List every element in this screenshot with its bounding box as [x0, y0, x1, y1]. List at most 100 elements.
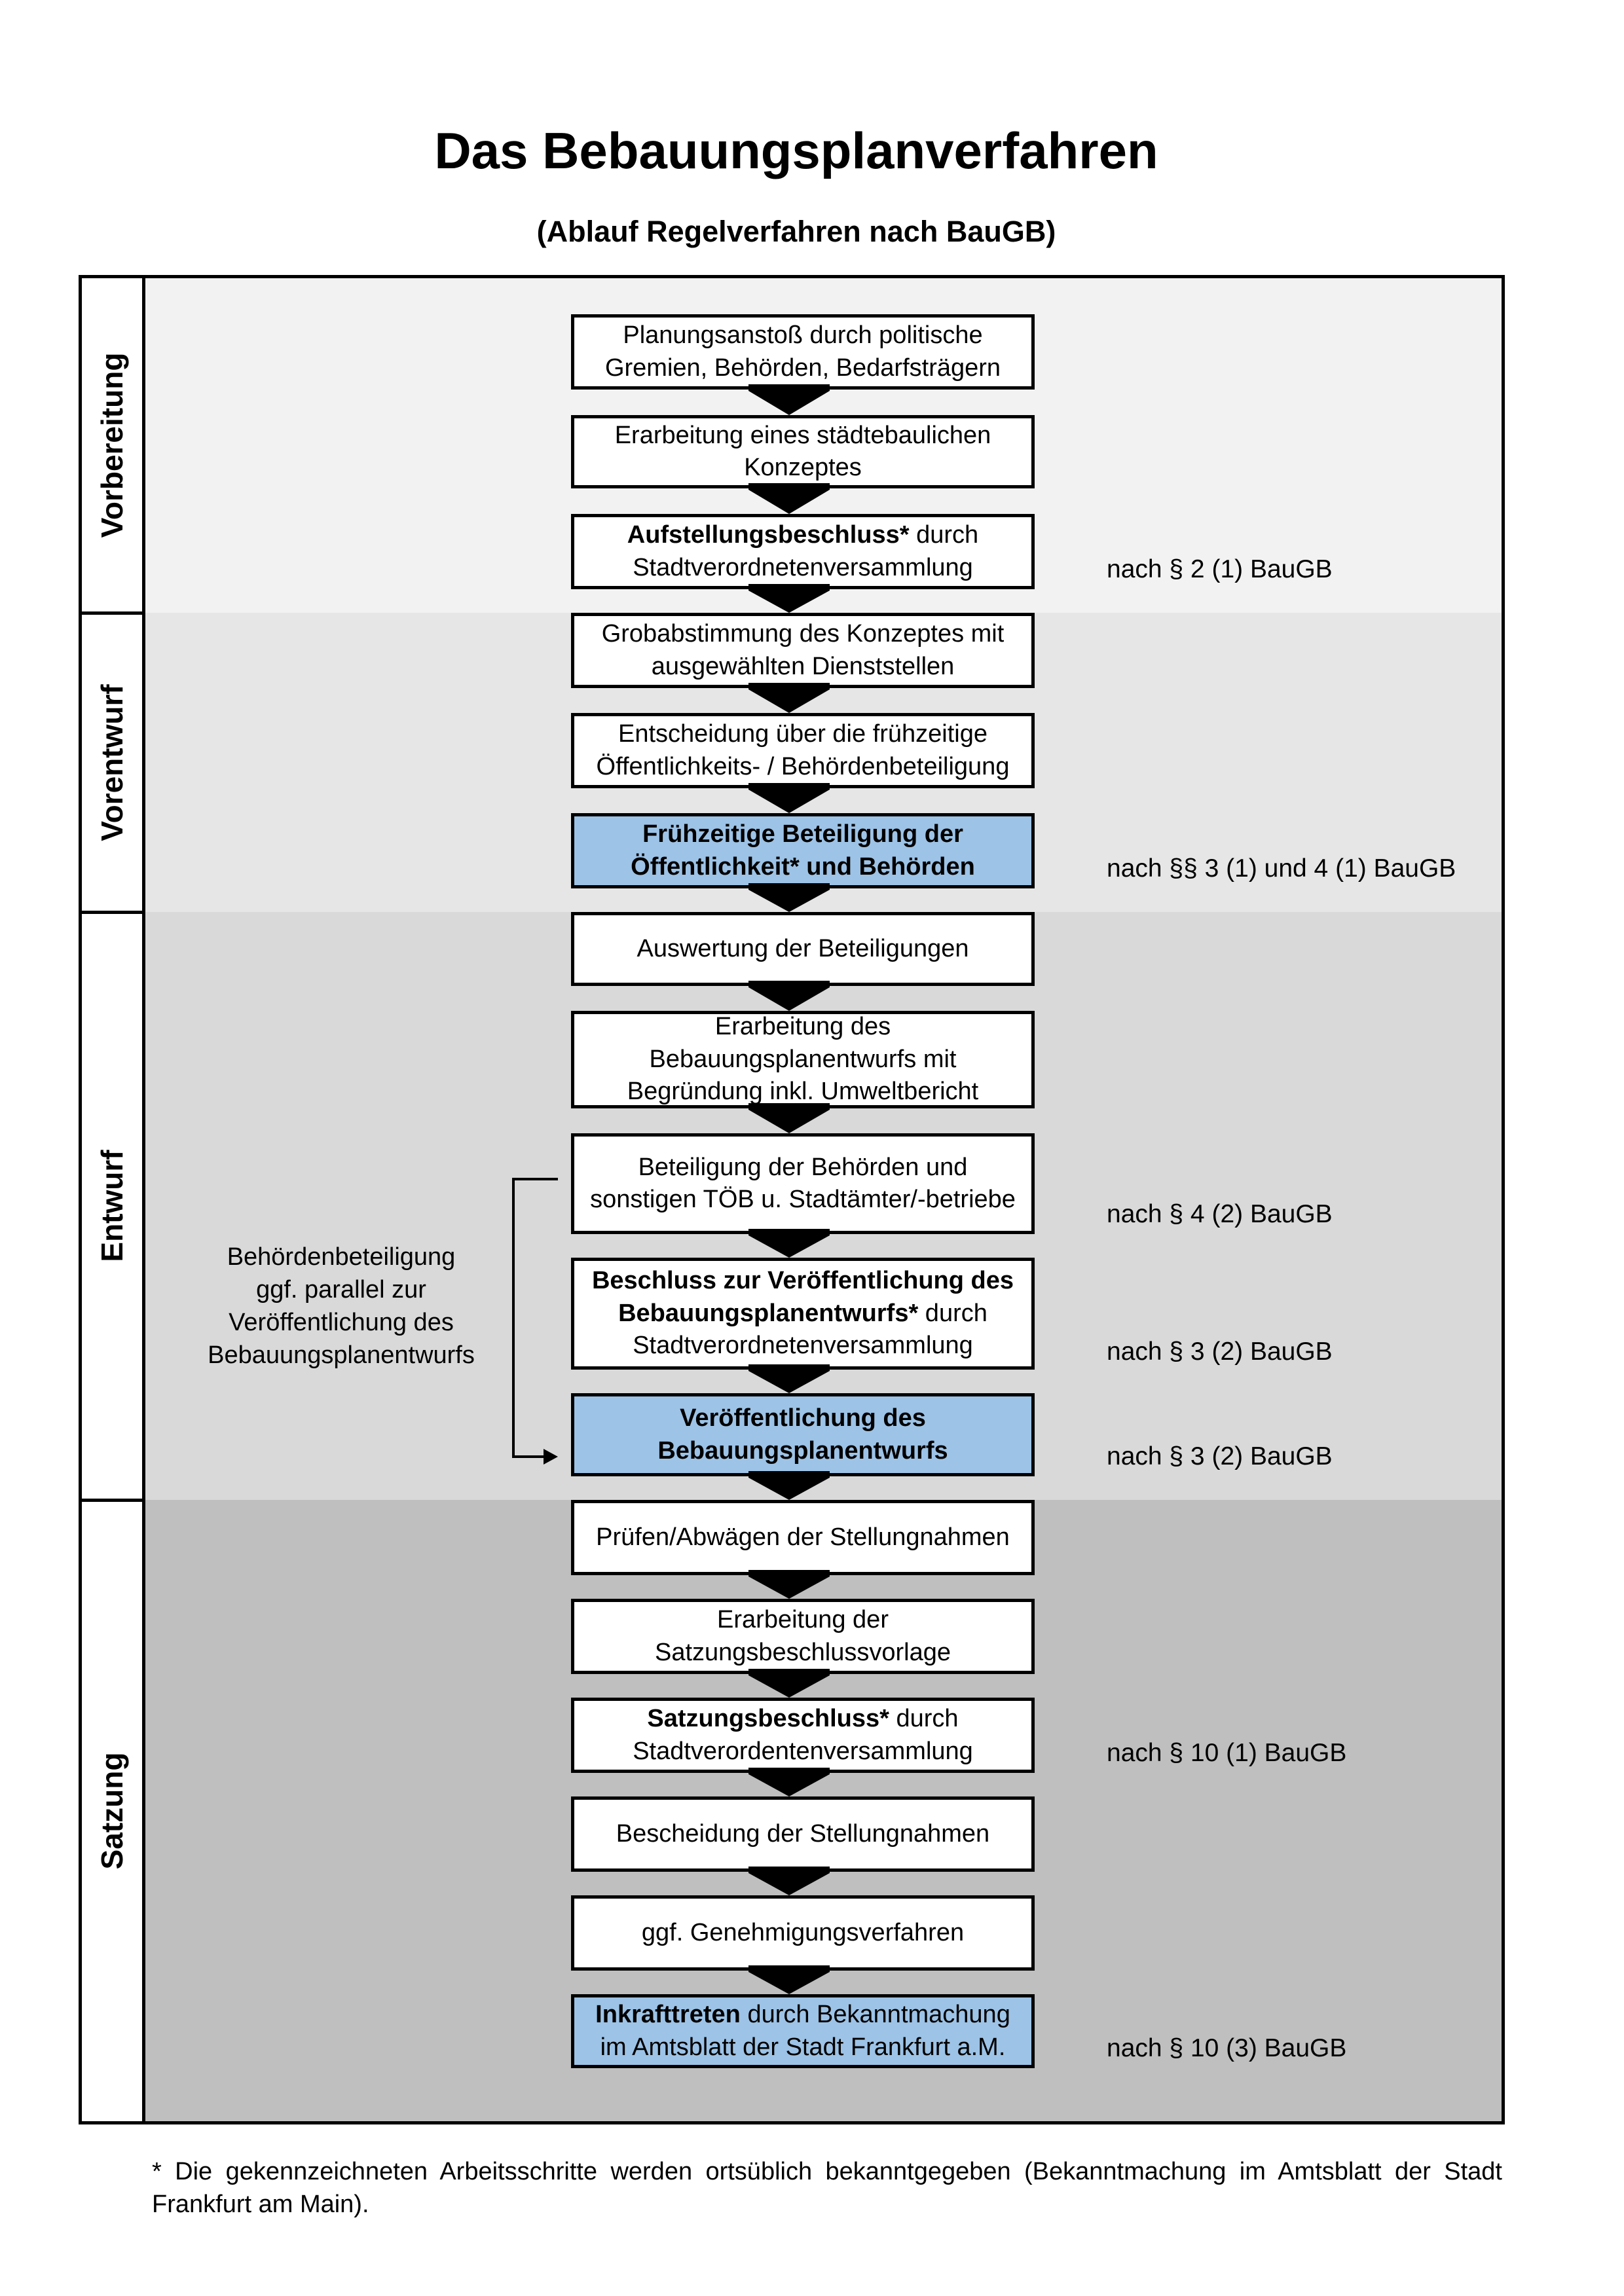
step-text-part: Planungsanstoß durch politische Gremien,…: [604, 321, 1001, 382]
process-step: Bescheidung der Stellungnahmen: [571, 1796, 1035, 1872]
step-text: Frühzeitige Beteiligung der Öffentlichke…: [631, 818, 975, 883]
step-text: Veröffentlichung des Bebauungsplanentwur…: [657, 1402, 948, 1467]
step-text-part: Entscheidung über die frühzeitige Öffent…: [596, 720, 1010, 780]
flow-arrow-down-icon: [748, 1235, 830, 1258]
process-step: Planungsanstoß durch politische Gremien,…: [571, 314, 1035, 390]
step-text: Inkrafttreten durch Bekanntmachung im Am…: [595, 1999, 1010, 2064]
flow-arrow-down-icon: [748, 1110, 830, 1133]
process-step: Erarbeitung der Satzungsbeschlussvorlage: [571, 1599, 1035, 1674]
step-text: Prüfen/Abwägen der Stellungnahmen: [596, 1522, 1010, 1554]
step-text-part: Frühzeitige Beteiligung der Öffentlichke…: [631, 820, 975, 881]
legal-reference: nach § 3 (2) BauGB: [1107, 1338, 1333, 1366]
process-step: Inkrafttreten durch Bekanntmachung im Am…: [571, 1994, 1035, 2068]
step-text-part: Beteiligung der Behörden und sonstigen T…: [590, 1153, 1016, 1213]
diagram-frame: [79, 275, 1505, 2124]
step-text-part: durch Stadtverordnetenversammlung: [633, 521, 979, 581]
step-text: ggf. Genehmigungsverfahren: [642, 1917, 964, 1949]
process-step: Aufstellungsbeschluss* durch Stadtverord…: [571, 514, 1035, 589]
phase-divider: [81, 1499, 145, 1502]
flow-arrow-bar: [748, 1768, 830, 1774]
step-text: Beteiligung der Behörden und sonstigen T…: [590, 1152, 1016, 1216]
step-text: Grobabstimmung des Konzeptes mit ausgewä…: [602, 618, 1005, 683]
flow-arrow-down-icon: [748, 890, 830, 912]
phase-divider: [81, 911, 145, 914]
phase-divider: [81, 611, 145, 615]
step-text-part: durch Stadtverordentenversammlung: [633, 1705, 973, 1765]
process-step: ggf. Genehmigungsverfahren: [571, 1895, 1035, 1971]
step-text-part: Beschluss zur Veröffentlichung des Bebau…: [591, 1267, 1014, 1327]
process-step: Frühzeitige Beteiligung der Öffentlichke…: [571, 813, 1035, 888]
process-step: Satzungsbeschluss* durch Stadtverordente…: [571, 1698, 1035, 1773]
flow-arrow-bar: [748, 1471, 830, 1478]
step-text-part: Erarbeitung der Satzungsbeschlussvorlage: [654, 1606, 951, 1666]
flow-arrow-bar: [748, 1965, 830, 1972]
flow-arrow-down-icon: [748, 790, 830, 813]
flow-arrow-down-icon: [748, 490, 830, 514]
step-text-part: Veröffentlichung des Bebauungsplanentwur…: [657, 1404, 948, 1465]
phase-label-cell-entwurf: Entwurf: [81, 912, 145, 1500]
flow-arrow-down-icon: [748, 1873, 830, 1895]
step-text-part: durch Stadtverordnetenversammlung: [633, 1299, 987, 1360]
legal-reference: nach § 10 (3) BauGB: [1107, 2034, 1347, 2062]
arrowhead-icon: [544, 1449, 558, 1465]
flow-arrow-down-icon: [748, 1774, 830, 1796]
flow-arrow-bar: [748, 1867, 830, 1873]
step-text: Planungsanstoß durch politische Gremien,…: [605, 319, 1001, 384]
flow-arrow-down-icon: [748, 1371, 830, 1393]
flow-arrow-bar: [748, 883, 830, 890]
page-subtitle: (Ablauf Regelverfahren nach BauGB): [536, 215, 1056, 248]
flow-arrow-bar: [748, 584, 830, 591]
step-text: Aufstellungsbeschluss* durch Stadtverord…: [627, 519, 978, 584]
step-text: Auswertung der Beteiligungen: [637, 933, 969, 965]
step-text-part: Satzungsbeschluss*: [647, 1705, 889, 1733]
flow-arrow-bar: [748, 1669, 830, 1675]
legal-reference: nach § 3 (2) BauGB: [1107, 1442, 1333, 1470]
process-step: Erarbeitung des Bebauungsplanentwurfs mi…: [571, 1011, 1035, 1108]
step-text: Beschluss zur Veröffentlichung des Bebau…: [592, 1265, 1014, 1362]
flow-arrow-bar: [748, 1229, 830, 1235]
flow-arrow-down-icon: [748, 1576, 830, 1599]
process-step: Veröffentlichung des Bebauungsplanentwur…: [571, 1393, 1035, 1476]
flow-arrow-down-icon: [748, 1972, 830, 1994]
parallel-note: Behördenbeteiligung ggf. parallel zur Ve…: [208, 1243, 475, 1370]
step-text: Erarbeitung der Satzungsbeschlussvorlage: [655, 1604, 951, 1669]
flow-arrow-bar: [748, 483, 830, 490]
flow-arrow-down-icon: [748, 591, 830, 613]
step-text-part: Prüfen/Abwägen der Stellungnahmen: [596, 1523, 1010, 1551]
legal-reference: nach §§ 3 (1) und 4 (1) BauGB: [1107, 854, 1456, 883]
step-text: Entscheidung über die frühzeitige Öffent…: [597, 718, 1010, 783]
step-text-part: Auswertung der Beteiligungen: [637, 934, 969, 962]
phase-label-cell-vorentwurf: Vorentwurf: [81, 613, 145, 912]
process-step: Entscheidung über die frühzeitige Öffent…: [571, 713, 1035, 788]
flow-arrow-bar: [748, 683, 830, 689]
step-text: Satzungsbeschluss* durch Stadtverordente…: [633, 1703, 973, 1768]
flow-arrow-bar: [748, 1103, 830, 1110]
flow-arrow-bar: [748, 384, 830, 391]
step-text: Erarbeitung eines städtebaulichen Konzep…: [615, 420, 991, 484]
legal-reference: nach § 10 (1) BauGB: [1107, 1739, 1347, 1767]
step-text-part: Erarbeitung eines städtebaulichen Konzep…: [614, 421, 991, 481]
step-text-part: Grobabstimmung des Konzeptes mit ausgewä…: [601, 620, 1005, 680]
flow-arrow-bar: [748, 981, 830, 987]
page-title: Das Bebauungsplanverfahren: [434, 122, 1158, 179]
step-text-part: Erarbeitung des Bebauungsplanentwurfs mi…: [627, 1013, 979, 1106]
step-text-part: Bescheidung der Stellungnahmen: [616, 1819, 990, 1848]
flow-arrow-down-icon: [748, 1478, 830, 1500]
connector-line: [512, 1178, 558, 1458]
legal-reference: nach § 4 (2) BauGB: [1107, 1200, 1333, 1228]
flow-arrow-bar: [748, 1364, 830, 1371]
phase-label-cell-satzung: Satzung: [81, 1500, 145, 2122]
footnote: * Die gekennzeichneten Arbeitsschritte w…: [152, 2158, 1502, 2219]
flow-arrow-down-icon: [748, 391, 830, 415]
legal-reference: nach § 2 (1) BauGB: [1107, 555, 1333, 583]
process-step: Beteiligung der Behörden und sonstigen T…: [571, 1133, 1035, 1234]
flow-arrow-down-icon: [748, 689, 830, 713]
flow-arrow-down-icon: [748, 1675, 830, 1698]
flow-arrow-down-icon: [748, 987, 830, 1011]
process-step: Erarbeitung eines städtebaulichen Konzep…: [571, 415, 1035, 488]
step-text-part: ggf. Genehmigungsverfahren: [641, 1918, 965, 1946]
process-step: Beschluss zur Veröffentlichung des Bebau…: [571, 1258, 1035, 1370]
step-text-part: Aufstellungsbeschluss*: [627, 521, 910, 549]
step-text-part: Inkrafttreten: [595, 2001, 741, 2029]
